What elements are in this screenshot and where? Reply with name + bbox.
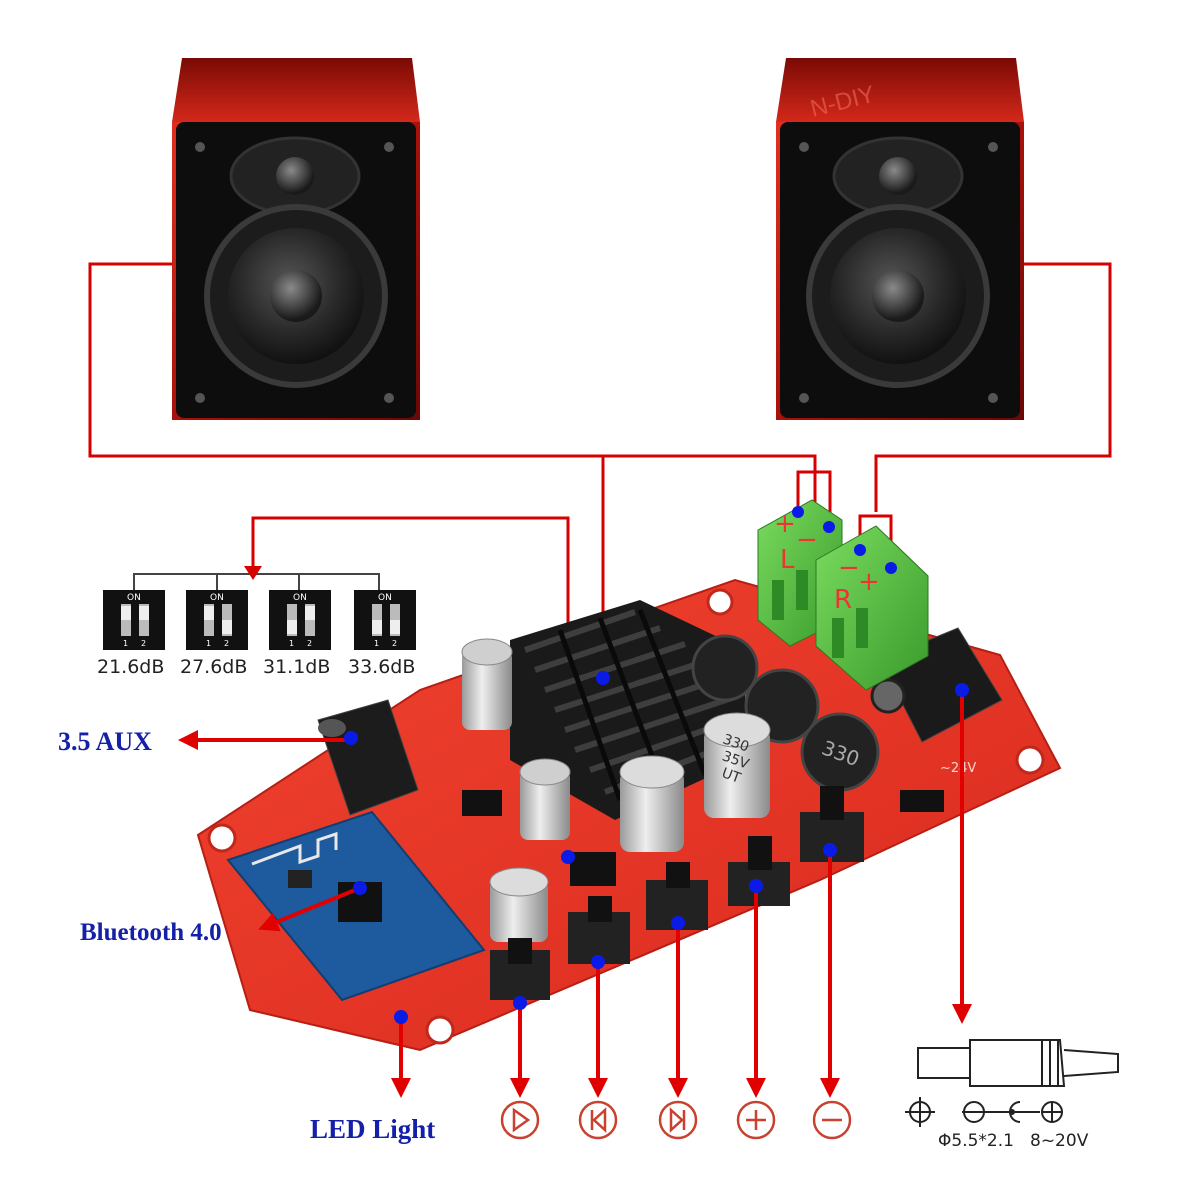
board-voltage: ~24V xyxy=(940,761,976,776)
dip-switch-knob xyxy=(121,606,131,620)
dip-switch xyxy=(570,852,616,886)
dip-pin-number: 1 xyxy=(206,639,211,648)
dip-switch-knob xyxy=(139,606,149,620)
dip-on-label: ON xyxy=(293,593,307,603)
gain-label: 33.6dB xyxy=(348,656,415,678)
dip-pin-number: 1 xyxy=(123,639,128,648)
dip-switch-knob xyxy=(287,620,297,634)
led-label: LED Light xyxy=(310,1114,435,1144)
gain-label: 21.6dB xyxy=(97,656,164,678)
aux-jack xyxy=(317,699,419,816)
right-minus-label: − xyxy=(838,553,860,583)
dip-pin-number: 1 xyxy=(289,639,294,648)
aux-label: 3.5 AUX xyxy=(58,727,152,756)
right-speaker-terminal: − + R xyxy=(815,525,929,691)
inductor: 330 xyxy=(800,712,880,792)
dip-pin-number: 2 xyxy=(141,639,146,648)
left-speaker xyxy=(172,58,420,420)
power-spec-size: Φ5.5*2.1 xyxy=(938,1131,1014,1151)
push-button xyxy=(800,786,864,862)
capacitor: 330 35V UT xyxy=(703,712,771,818)
dip-switch-setting: ON 1 2 31.1dB xyxy=(263,590,331,678)
dip-switch-setting: ON 1 2 33.6dB xyxy=(348,590,416,678)
ic-chip xyxy=(462,790,502,816)
previous-icon xyxy=(578,1100,618,1140)
dip-pin-number: 1 xyxy=(374,639,379,648)
gain-label: 31.1dB xyxy=(263,656,330,678)
woofer-icon xyxy=(806,204,990,388)
gain-label: 27.6dB xyxy=(180,656,247,678)
dc-plug-icon xyxy=(917,1039,1119,1087)
bluetooth-label: Bluetooth 4.0 xyxy=(80,919,222,946)
amplifier-board: 330 330 35V UT xyxy=(196,499,1062,1052)
dip-pin-number: 2 xyxy=(392,639,397,648)
dip-switch-setting: ON 1 2 27.6dB xyxy=(180,590,248,678)
callout-arrows xyxy=(178,690,972,1098)
dip-switch-knob xyxy=(305,606,315,620)
push-button xyxy=(490,938,550,1000)
heatsink xyxy=(510,600,745,820)
left-minus-label: − xyxy=(796,525,818,555)
inductor xyxy=(691,634,759,702)
dip-switch-knob xyxy=(372,620,382,634)
capacitor xyxy=(619,755,685,852)
capacitor-brand: UT xyxy=(719,765,743,787)
right-channel-label: R xyxy=(834,585,852,615)
dip-switch-setting: ON 1 2 21.6dB xyxy=(97,590,165,678)
polarity-symbol-icon xyxy=(905,1097,1063,1127)
connection-dots xyxy=(344,506,969,1024)
tweeter-icon xyxy=(832,136,964,216)
dip-pin-number: 2 xyxy=(307,639,312,648)
volume-down-icon xyxy=(812,1100,852,1140)
dip-switch-list: ON 1 2 21.6dB ON 1 2 27.6dB ON 1 2 31.1dB ON 1 2 33.6dB xyxy=(97,590,416,678)
dip-on-label: ON xyxy=(378,593,392,603)
arrow-head xyxy=(244,566,262,580)
tweeter-icon xyxy=(229,136,361,216)
bluetooth-module xyxy=(226,810,486,1002)
woofer-icon xyxy=(204,204,388,388)
right-speaker: N-DIY xyxy=(776,58,1024,420)
dip-switch-settings xyxy=(133,566,380,590)
play-icon xyxy=(500,1100,540,1140)
volume-up-icon xyxy=(736,1100,776,1140)
right-plus-label: + xyxy=(858,567,880,597)
dip-switch-knob xyxy=(390,620,400,634)
capacitor xyxy=(489,867,549,942)
dip-switch-knob xyxy=(204,606,214,620)
dip-on-label: ON xyxy=(127,593,141,603)
capacitor xyxy=(519,758,571,840)
dip-switch-knob xyxy=(222,620,232,634)
capacitor xyxy=(461,638,513,730)
dip-on-label: ON xyxy=(210,593,224,603)
left-channel-label: L xyxy=(780,545,795,575)
left-plus-label: + xyxy=(774,509,796,539)
power-spec-voltage: 8~20V xyxy=(1030,1131,1089,1151)
diode xyxy=(900,790,944,812)
next-icon xyxy=(658,1100,698,1140)
dip-pin-number: 2 xyxy=(224,639,229,648)
